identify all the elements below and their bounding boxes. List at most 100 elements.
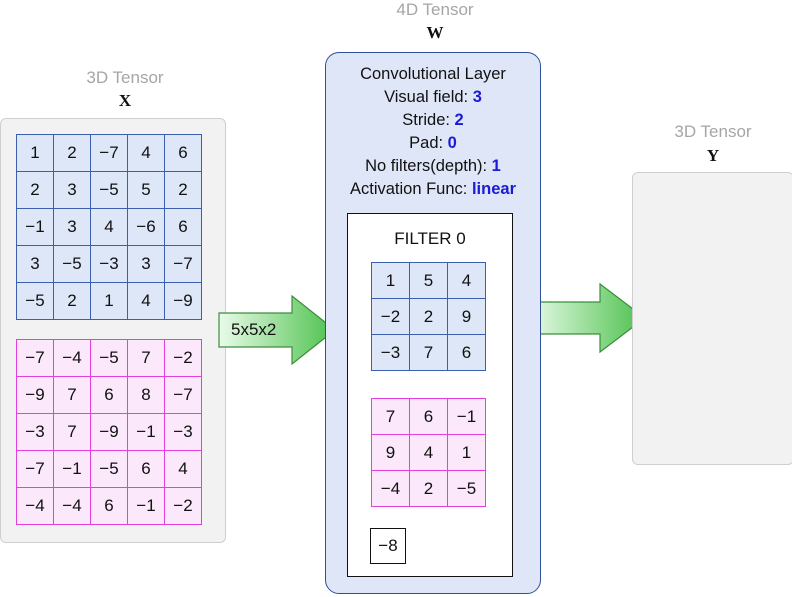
right-arrow-icon: [218, 294, 336, 366]
input-channel-0-cell: −9: [164, 282, 202, 320]
input-channel-1-cell: −9: [90, 413, 128, 451]
filter-0-kernel-0-cell: −2: [371, 298, 410, 335]
input-channel-1-cell: 8: [127, 376, 165, 414]
input-channel-1-cell: −4: [53, 339, 91, 377]
input-channel-0-cell: −7: [164, 245, 202, 283]
input-channel-1-cell: 6: [127, 450, 165, 488]
filter-0-kernel-0-cell: 6: [447, 334, 486, 371]
filter-0-kernel-1-cell: −4: [371, 470, 410, 507]
filter-0-kernel-1-cell: −5: [447, 470, 486, 507]
stride-label: Stride:: [402, 111, 455, 129]
pad-row: Pad: 0: [325, 132, 541, 155]
input-channel-1-cell: 7: [53, 376, 91, 414]
input-tensor-caption: 3D Tensor: [86, 68, 164, 87]
filter-0-kernel-0-cell: 4: [447, 262, 486, 299]
conv-layer-info: Convolutional Layer Visual field: 3 Stri…: [325, 63, 541, 201]
input-channel-0-cell: 4: [127, 134, 165, 172]
right-arrow-icon: [527, 282, 646, 354]
filter-0-bias: −8: [370, 528, 406, 564]
filter-0-kernel-1-cell: −1: [447, 398, 486, 435]
input-shape-label: 5x5x2: [231, 320, 277, 339]
input-channel-0-cell: −7: [90, 134, 128, 172]
activation-value: linear: [471, 180, 516, 198]
input-channel-0-cell: 2: [164, 171, 202, 209]
input-channel-0-cell: 2: [53, 134, 91, 172]
input-channel-1-cell: −1: [127, 487, 165, 525]
filter-0-kernel-1-cell: 7: [371, 398, 410, 435]
input-channel-1-cell: −9: [16, 376, 54, 414]
input-channel-0-cell: 4: [127, 282, 165, 320]
input-channel-1-cell: −7: [164, 376, 202, 414]
input-channel-0-cell: 3: [53, 208, 91, 246]
activation-row: Activation Func: linear: [325, 178, 541, 201]
filter-0-kernel-0-cell: −3: [371, 334, 410, 371]
filter-0-kernel-1-cell: 9: [371, 434, 410, 471]
output-tensor-symbol: Y: [706, 146, 720, 165]
input-channel-0-cell: 4: [90, 208, 128, 246]
activation-label: Activation Func:: [349, 180, 472, 198]
input-channel-1-cell: 6: [90, 487, 128, 525]
stride-value: 2: [454, 111, 464, 129]
input-channel-1-cell: 4: [164, 450, 202, 488]
input-channel-0-cell: 3: [53, 171, 91, 209]
input-channel-0-cell: 3: [127, 245, 165, 283]
visual-field-value: 3: [472, 88, 482, 106]
filter-0-kernel-0-cell: 5: [409, 262, 448, 299]
filter-0-kernel-1-cell: 6: [409, 398, 448, 435]
input-channel-0-cell: 5: [127, 171, 165, 209]
input-channel-0-cell: −5: [16, 282, 54, 320]
filter-0-kernel-1-cell: 4: [409, 434, 448, 471]
stride-row: Stride: 2: [325, 109, 541, 132]
output-tensor-caption: 3D Tensor: [674, 122, 752, 141]
conv-layer-title: Convolutional Layer: [360, 65, 506, 83]
input-channel-0-cell: 6: [164, 208, 202, 246]
filter-0-kernel-0-cell: 1: [371, 262, 410, 299]
filter-0-kernel-0-cell: 7: [409, 334, 448, 371]
filters-label: No filters(depth):: [365, 157, 492, 175]
input-channel-1-cell: 6: [90, 376, 128, 414]
input-channel-1-cell: −5: [90, 339, 128, 377]
input-channel-1-cell: −4: [53, 487, 91, 525]
filter-0-kernel-1-cell: 1: [447, 434, 486, 471]
input-tensor-symbol: X: [118, 91, 132, 110]
input-channel-0-cell: 2: [53, 282, 91, 320]
filter-0-title: FILTER 0: [394, 229, 466, 248]
weights-tensor-caption: 4D Tensor: [396, 0, 474, 19]
input-channel-0-cell: −5: [53, 245, 91, 283]
visual-field-row: Visual field: 3: [325, 86, 541, 109]
filters-row: No filters(depth): 1: [325, 155, 541, 178]
output-tensor-panel: [632, 172, 792, 465]
input-channel-0-cell: 2: [16, 171, 54, 209]
input-channel-0-cell: −1: [16, 208, 54, 246]
pad-value: 0: [447, 134, 457, 152]
input-channel-0-cell: −6: [127, 208, 165, 246]
filter-0-kernel-0-cell: 2: [409, 298, 448, 335]
filter-0-kernel-0-cell: 9: [447, 298, 486, 335]
input-channel-1-cell: −3: [164, 413, 202, 451]
filters-value: 1: [491, 157, 501, 175]
input-channel-1-cell: −4: [16, 487, 54, 525]
filter-0-kernel-1-cell: 2: [409, 470, 448, 507]
